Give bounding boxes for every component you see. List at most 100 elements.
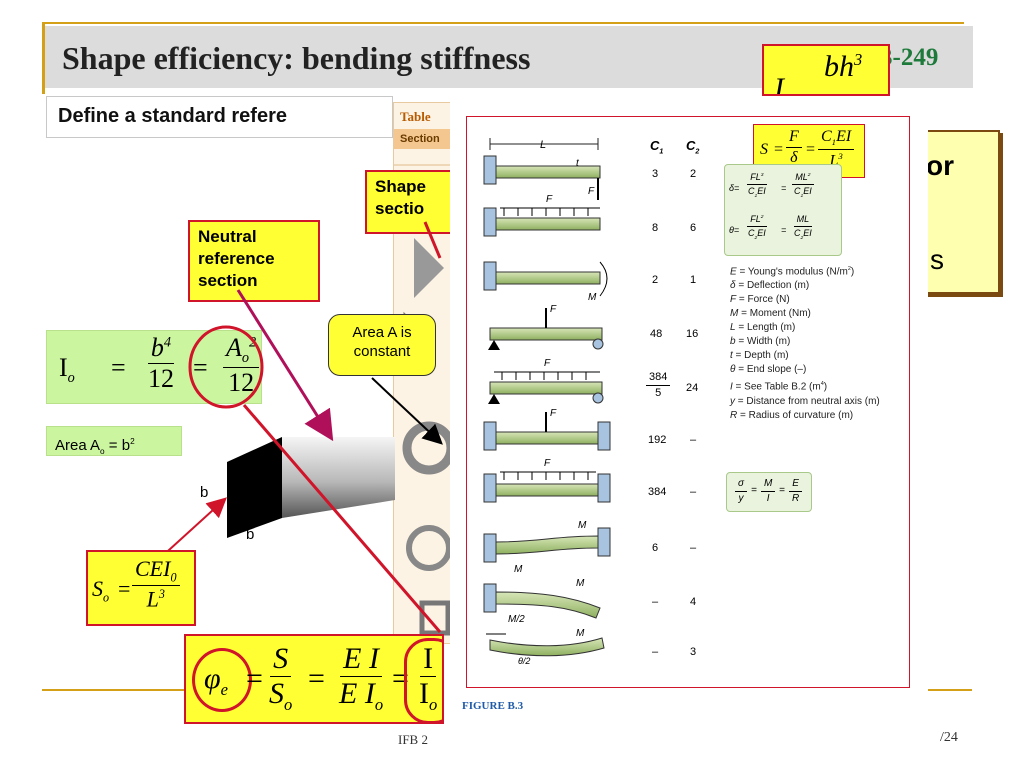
legend-row: M = Moment (Nm) <box>730 308 811 320</box>
case-6: F <box>483 408 611 451</box>
row-10-c1: – <box>652 646 659 658</box>
io-frac-b4: b4 12 <box>147 333 175 393</box>
phi-frac-i: I Io <box>419 642 438 714</box>
table-strip-title: Table <box>400 109 431 124</box>
so-lhs: So <box>92 576 110 605</box>
row-2-c2: 6 <box>690 222 697 234</box>
top-rule <box>42 22 964 24</box>
stress-eq1: = <box>751 485 757 496</box>
phi-formula-box: φe = S So = E I E Io = I Io <box>184 634 444 724</box>
beam-top-face <box>227 437 395 462</box>
so-frac: CEI0 L3 <box>132 558 180 611</box>
svg-text:F: F <box>546 194 553 205</box>
svg-text:L: L <box>540 139 546 151</box>
stiffness-eq2: = <box>806 141 816 158</box>
io-formula-box: Io = b4 12 = Ao2 12 <box>46 330 262 404</box>
neutral-line-2: reference <box>198 249 275 268</box>
phi-eq1: = <box>246 662 263 695</box>
case-3: M <box>483 261 608 303</box>
phi-eq2: = <box>308 662 325 695</box>
svg-text:F: F <box>544 358 551 369</box>
stiffness-frac-1: F δ <box>786 129 802 166</box>
stiffness-frac-2: C1EI L3 <box>818 129 855 169</box>
row-9-c2: 4 <box>690 596 697 608</box>
subtitle-box <box>46 96 393 138</box>
beam-end-face <box>227 437 282 538</box>
inertia-formula-box: I bh3 <box>762 44 890 96</box>
neutral-reference-note: Neutral reference section <box>188 220 320 302</box>
case-1: F t <box>483 155 601 200</box>
legend-row: E = Young's modulus (N/m2) <box>730 266 855 278</box>
svg-text:F: F <box>588 186 595 197</box>
dim-b-horizontal: b <box>246 526 255 543</box>
shape-section-line-1: Shape <box>375 177 427 196</box>
phi-frac-ei: E I E Io <box>339 642 384 714</box>
figure-caption: FIGURE B.3 <box>462 700 524 712</box>
case-5: F <box>488 358 604 404</box>
page-ref-fragment: -249 <box>892 44 939 71</box>
subtitle: Define a standard refere <box>58 105 287 127</box>
legend-row: δ = Deflection (m) <box>730 280 810 292</box>
left-rule <box>42 22 45 94</box>
figure-panel: L F t F M F <box>450 96 928 746</box>
legend-row: R = Radius of curvature (m) <box>730 409 854 421</box>
shape-section-line-2: sectio <box>375 199 425 218</box>
legend-row: I = See Table B.2 (m4) <box>730 381 828 393</box>
svg-text:M: M <box>578 520 587 531</box>
inertia-formula-num: bh3 <box>824 50 863 83</box>
right-note-line-1: or <box>926 150 954 181</box>
legend-row: y = Distance from neutral axis (m) <box>730 395 880 407</box>
deflection-frac-1: FL3 C1EI <box>747 172 767 199</box>
col-c1-header: C1 <box>650 138 664 156</box>
case-8: M M <box>483 520 611 575</box>
footer-left: IFB 2 <box>398 732 428 747</box>
row-6-c2: – <box>690 434 697 446</box>
svg-text:M: M <box>576 628 585 639</box>
right-note-line-2: s <box>930 244 944 275</box>
slope-eq: = <box>781 225 787 235</box>
legend-row: t = Depth (m) <box>730 350 789 362</box>
table-strip-header: Section <box>394 129 452 149</box>
deflection-slope-box: δ= FL3 C1EI = ML2 C1EI θ= FL2 C2EI = ML … <box>724 164 842 256</box>
case-10: M θ/2 <box>486 628 605 666</box>
callout-line-2: constant <box>353 343 411 360</box>
phi-circle <box>192 648 252 712</box>
dim-b-vertical: b <box>200 484 209 501</box>
beam-cases-drawing: L F t F M F <box>483 138 611 666</box>
so-eq: = <box>118 576 131 601</box>
inertia-formula-lhs: I <box>774 72 784 96</box>
stiffness-eq1: = <box>774 141 784 158</box>
row-9-c1: – <box>652 596 659 608</box>
row-3-c1: 2 <box>652 274 659 286</box>
symbol-legend: E = Young's modulus (N/m2) δ = Deflectio… <box>730 262 880 423</box>
svg-text:M: M <box>588 292 597 303</box>
case-7: F <box>483 458 611 503</box>
row-1-c1: 3 <box>652 168 659 180</box>
row-10-c2: 3 <box>690 646 697 658</box>
stiffness-lhs: S <box>760 141 768 158</box>
row-2-c1: 8 <box>652 222 659 234</box>
area-constant-callout: Area A is constant <box>328 314 436 376</box>
legend-row: θ = End slope (–) <box>730 364 807 376</box>
svg-text:F: F <box>544 458 551 469</box>
page-title: Shape efficiency: bending stiffness <box>62 40 531 76</box>
io-eq2: = <box>193 353 208 382</box>
svg-text:F: F <box>550 304 557 315</box>
stress-eq2: = <box>779 485 785 496</box>
deflection-lhs: δ= <box>729 183 740 193</box>
legend-row: F = Force (N) <box>730 294 790 306</box>
tube-section <box>402 421 452 475</box>
case-2: F <box>483 194 601 237</box>
slope-frac-1: FL2 C2EI <box>747 214 767 241</box>
row-8-c2: – <box>690 542 697 554</box>
deflection-frac-2: ML2 C1EI <box>792 172 814 199</box>
row-3-c2: 1 <box>690 274 697 286</box>
case-9: M M/2 <box>483 578 601 625</box>
row-5-c2: 24 <box>686 382 699 394</box>
slope-lhs: θ= <box>729 225 740 235</box>
io-lhs: Io <box>59 353 75 387</box>
row-4-c1: 48 <box>650 328 663 340</box>
